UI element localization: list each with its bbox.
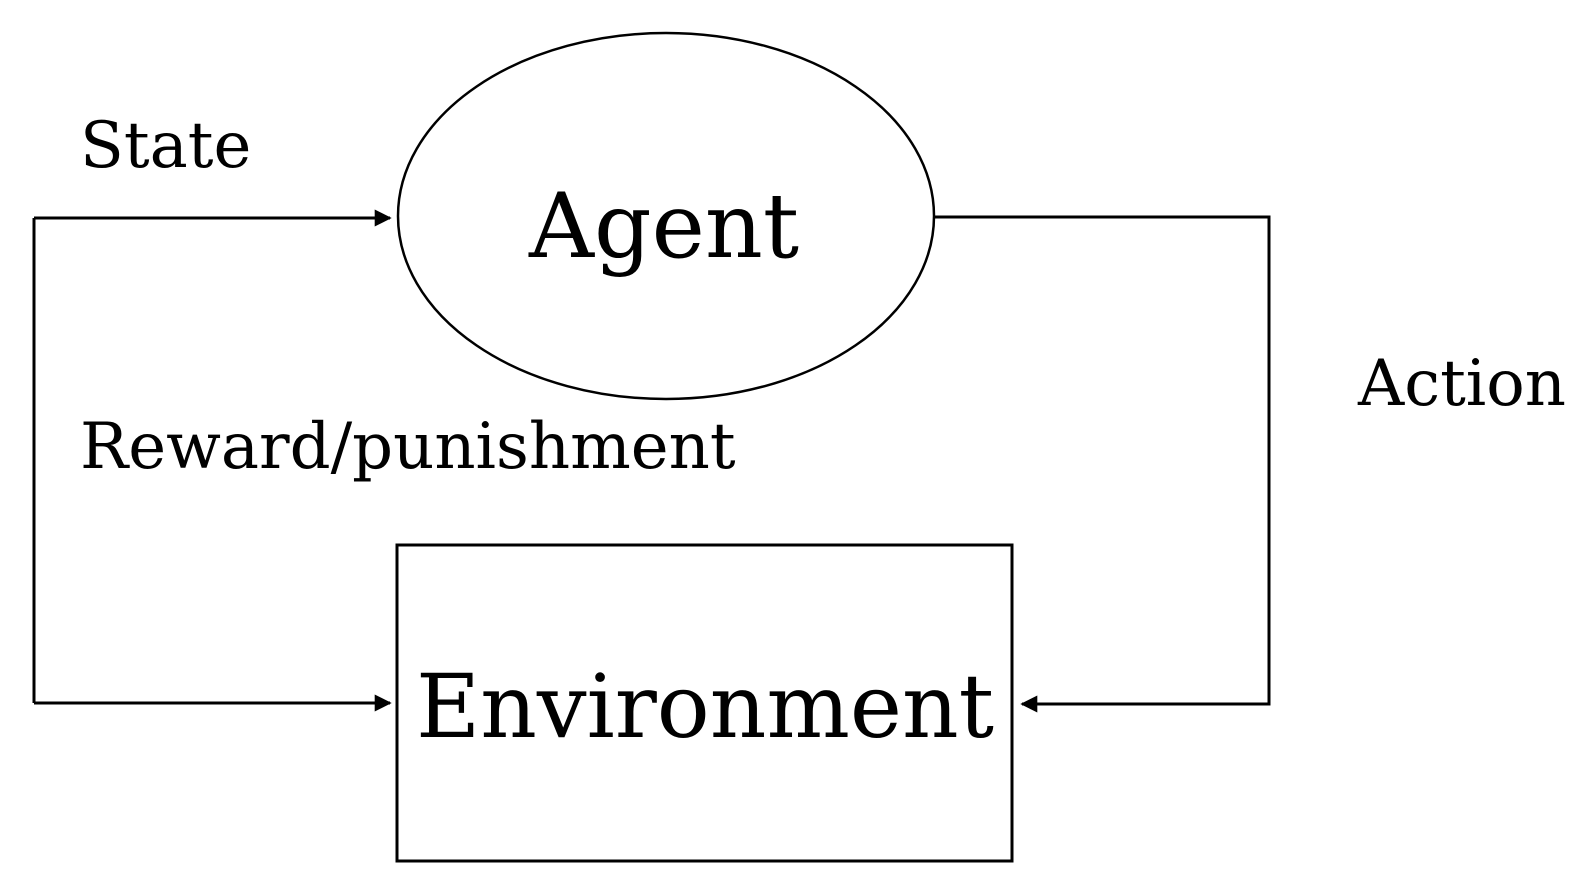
agent-node-label: Agent xyxy=(529,174,799,279)
agent-node-ellipse xyxy=(396,31,936,401)
environment-node-rect xyxy=(395,543,1014,863)
state-edge-label: State xyxy=(80,109,252,183)
environment-node-label: Environment xyxy=(415,655,995,758)
action-arrow xyxy=(934,215,1271,713)
action-edge-label: Action xyxy=(1358,347,1566,421)
reward-punishment-edge-label: Reward/punishment xyxy=(80,410,736,484)
